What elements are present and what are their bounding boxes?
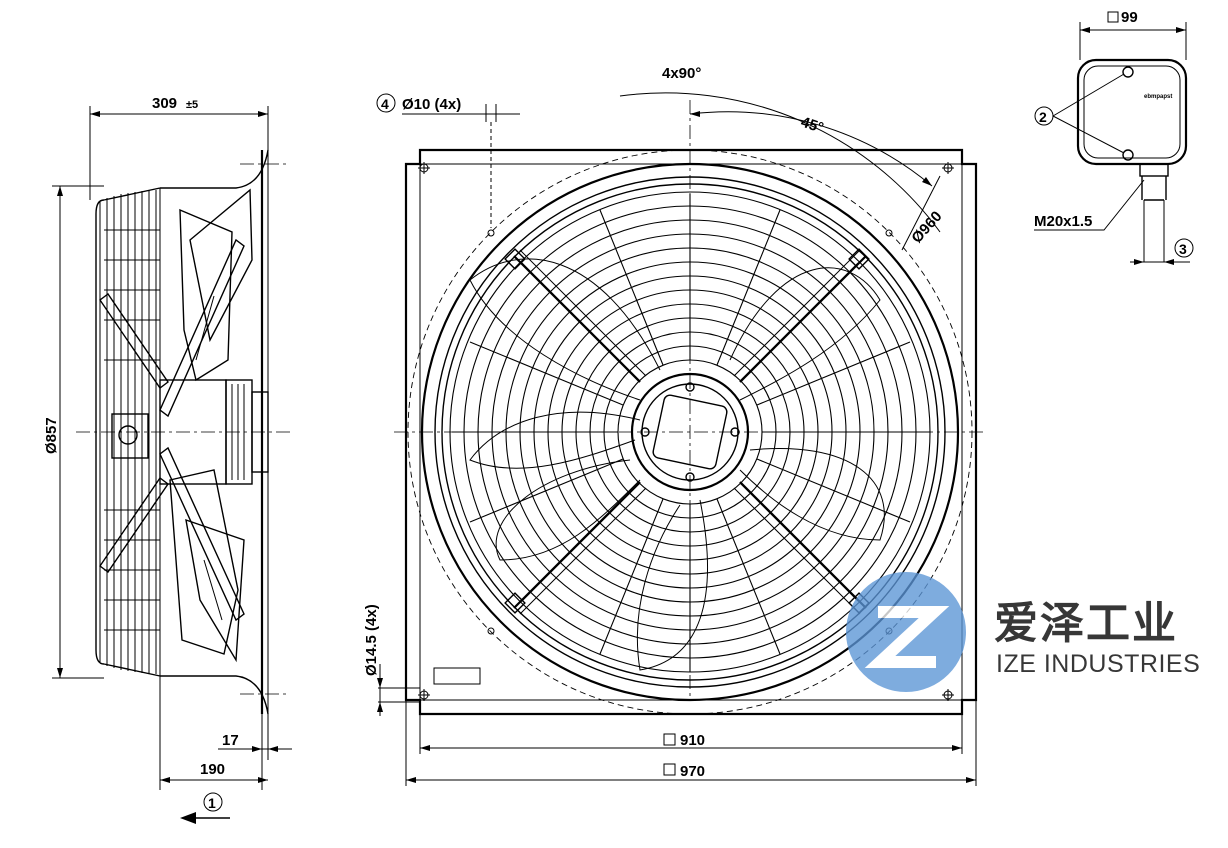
terminal-box: [1076, 58, 1188, 166]
callout-4: 4: [381, 96, 389, 112]
ring-diameter-label: Ø857: [43, 417, 60, 454]
corner-holes: [418, 162, 954, 701]
dim-large-holes: Ø14.5 (4x): [363, 604, 420, 716]
angle-half-label: 45°: [799, 114, 826, 137]
square-symbol-icon: [663, 733, 676, 746]
box-width-label: 99: [1121, 9, 1138, 26]
small-hole-label: Ø10 (4x): [402, 96, 461, 113]
callout-1: 1: [208, 795, 216, 811]
watermark-name-en: IZE INDUSTRIES: [996, 650, 1200, 678]
fan-blades: [469, 258, 885, 671]
nameplate: [433, 667, 481, 685]
side-view: 309 ±5 Ø857 17 190 1: [43, 95, 292, 824]
square-symbol-icon: [663, 763, 676, 776]
side-blades: [169, 188, 253, 663]
side-depth-label: 309: [152, 95, 177, 112]
flange-offset-label: 17: [222, 732, 239, 749]
outer-square-label: 970: [680, 763, 705, 780]
terminal-box-view: 99 ebmpapst 2 M20x1.5 3: [1034, 9, 1194, 265]
motor-depth-label: 190: [200, 761, 225, 778]
watermark-name-cn: 爱泽工业: [994, 599, 1178, 648]
ize-logo-icon: [846, 572, 966, 692]
angle-total-label: 4x90°: [662, 65, 701, 82]
dim-ring-diameter: Ø857: [43, 185, 104, 679]
side-struts: [99, 238, 245, 622]
dim-side-depth: 309 ±5: [89, 95, 269, 200]
dim-plate-size: 910 970: [405, 700, 977, 786]
inner-square-label: 910: [680, 732, 705, 749]
callout-2: 2: [1039, 109, 1047, 125]
box-brand: ebmpapst: [1144, 94, 1172, 100]
watermark: 爱泽工业 IZE INDUSTRIES: [846, 572, 1200, 692]
square-symbol-icon: [1107, 11, 1119, 23]
cable-gland-label: M20x1.5: [1034, 213, 1092, 230]
callout-3: 3: [1179, 241, 1187, 257]
dim-motor-depth: 17 190: [159, 676, 292, 790]
dim-small-holes: 4 Ø10 (4x): [376, 93, 520, 228]
side-depth-tolerance: ±5: [186, 99, 198, 111]
airflow-arrow-icon: 1: [180, 792, 230, 824]
dim-angles: 4x90° 45° Ø960: [619, 65, 946, 251]
front-struts: [504, 248, 870, 615]
large-hole-label: Ø14.5 (4x): [363, 604, 380, 676]
